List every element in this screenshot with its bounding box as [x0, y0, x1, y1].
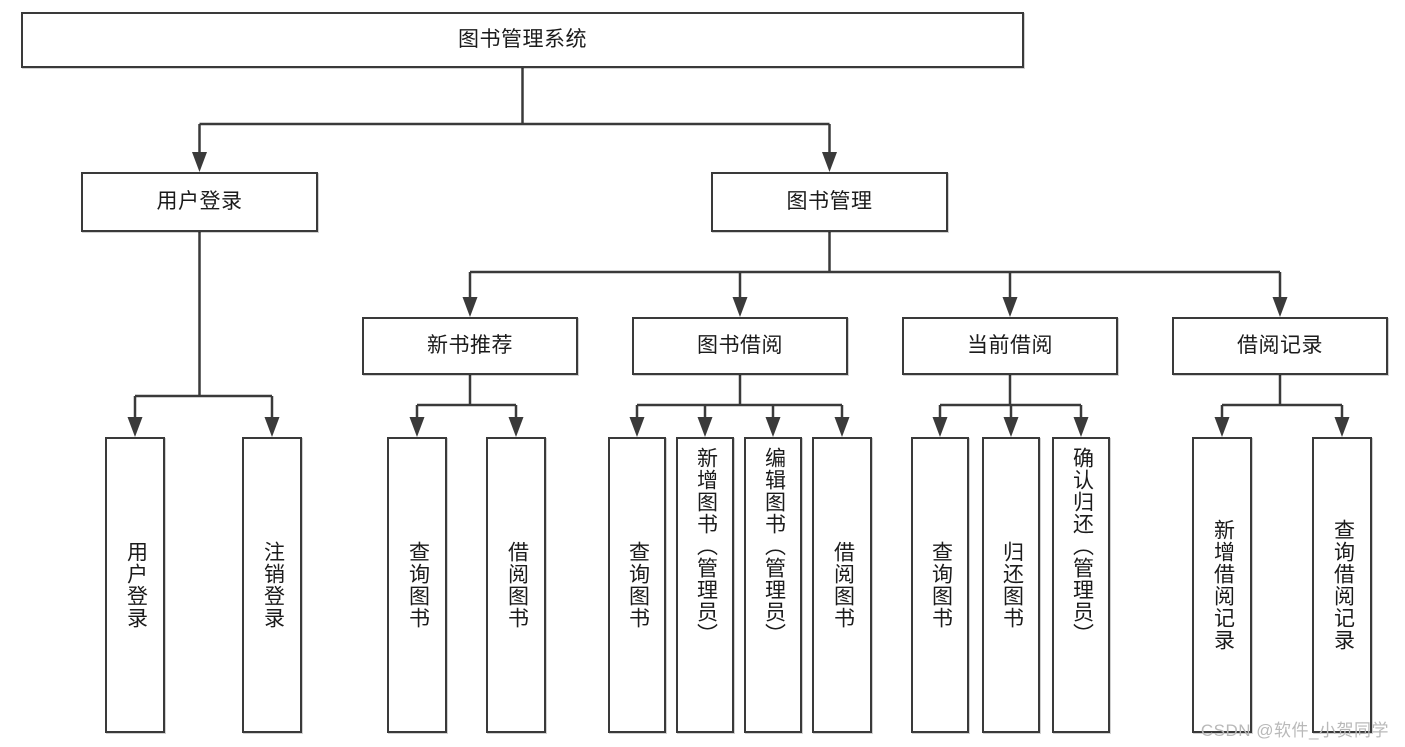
arrowhead-icon-leaf-user-logout — [264, 417, 280, 437]
node-label-user-login: 用户登录 — [156, 190, 243, 214]
arrowhead-icon-leaf-current-query-book — [932, 417, 948, 437]
node-borrow-record[interactable]: 借阅记录 — [1172, 317, 1388, 375]
arrowhead-icon-leaf-borrow-add-book — [697, 417, 713, 437]
node-label-leaf-current-return-book: 归还图书 — [1000, 541, 1024, 629]
node-leaf-borrow-query-book[interactable]: 查询图书 — [608, 437, 666, 733]
node-label-book-borrow: 图书借阅 — [697, 334, 783, 358]
node-leaf-user-logout[interactable]: 注销登录 — [242, 437, 302, 733]
node-leaf-record-add[interactable]: 新增借阅记录 — [1192, 437, 1252, 733]
arrowhead-icon-leaf-borrow-edit-book — [765, 417, 781, 437]
node-label-borrow-record: 借阅记录 — [1237, 334, 1323, 358]
arrowhead-icon-borrow-record — [1272, 297, 1288, 317]
node-leaf-user-login[interactable]: 用户登录 — [105, 437, 165, 733]
node-label-leaf-borrow-query-book: 查询图书 — [626, 541, 650, 629]
node-label-leaf-current-query-book: 查询图书 — [929, 541, 953, 629]
arrowhead-icon-book-borrow — [732, 297, 748, 317]
node-label-current-borrow: 当前借阅 — [967, 334, 1053, 358]
arrowhead-icon-new-book-rec — [462, 297, 478, 317]
node-label-leaf-record-add: 新增借阅记录 — [1211, 519, 1235, 651]
node-label-root: 图书管理系统 — [458, 28, 587, 52]
arrowhead-icon-current-borrow — [1002, 297, 1018, 317]
node-label-leaf-record-query: 查询借阅记录 — [1331, 519, 1355, 651]
node-leaf-record-query[interactable]: 查询借阅记录 — [1312, 437, 1372, 733]
node-current-borrow[interactable]: 当前借阅 — [902, 317, 1118, 375]
node-new-book-rec[interactable]: 新书推荐 — [362, 317, 578, 375]
arrowhead-icon-leaf-current-return-book — [1003, 417, 1019, 437]
node-book-manage[interactable]: 图书管理 — [711, 172, 948, 232]
node-label-leaf-user-login: 用户登录 — [124, 541, 148, 629]
node-label-leaf-current-confirm-return: 确认归还（管理员） — [1070, 447, 1094, 645]
node-leaf-borrow-edit-book[interactable]: 编辑图书（管理员） — [744, 437, 802, 733]
node-label-leaf-user-logout: 注销登录 — [261, 541, 285, 629]
arrowhead-icon-leaf-borrow-borrow-book — [834, 417, 850, 437]
node-leaf-current-return-book[interactable]: 归还图书 — [982, 437, 1040, 733]
node-label-book-manage: 图书管理 — [786, 190, 873, 214]
watermark-text: CSDN @软件_小贺同学 — [1200, 721, 1389, 740]
node-book-borrow[interactable]: 图书借阅 — [632, 317, 848, 375]
node-leaf-current-confirm-return[interactable]: 确认归还（管理员） — [1052, 437, 1110, 733]
node-label-leaf-borrow-add-book: 新增图书（管理员） — [694, 447, 718, 645]
arrowhead-icon-leaf-record-query — [1334, 417, 1350, 437]
node-user-login[interactable]: 用户登录 — [81, 172, 318, 232]
arrowhead-icon-leaf-user-login — [127, 417, 143, 437]
node-leaf-current-query-book[interactable]: 查询图书 — [911, 437, 969, 733]
arrowhead-icon-leaf-borrow-query-book — [629, 417, 645, 437]
arrowhead-icon-book-manage — [822, 152, 837, 172]
node-label-leaf-rec-query-book: 查询图书 — [406, 541, 430, 629]
node-leaf-rec-borrow-book[interactable]: 借阅图书 — [486, 437, 546, 733]
node-leaf-rec-query-book[interactable]: 查询图书 — [387, 437, 447, 733]
node-label-leaf-rec-borrow-book: 借阅图书 — [505, 541, 529, 629]
arrowhead-icon-leaf-rec-borrow-book — [508, 417, 524, 437]
node-label-new-book-rec: 新书推荐 — [427, 334, 513, 358]
node-label-leaf-borrow-edit-book: 编辑图书（管理员） — [762, 447, 786, 645]
arrowhead-icon-leaf-current-confirm-return — [1073, 417, 1089, 437]
node-leaf-borrow-borrow-book[interactable]: 借阅图书 — [812, 437, 872, 733]
node-root[interactable]: 图书管理系统 — [21, 12, 1024, 68]
node-leaf-borrow-add-book[interactable]: 新增图书（管理员） — [676, 437, 734, 733]
node-label-leaf-borrow-borrow-book: 借阅图书 — [831, 541, 855, 629]
arrowhead-icon-leaf-rec-query-book — [409, 417, 425, 437]
arrowhead-icon-leaf-record-add — [1214, 417, 1230, 437]
arrowhead-icon-user-login — [192, 152, 207, 172]
